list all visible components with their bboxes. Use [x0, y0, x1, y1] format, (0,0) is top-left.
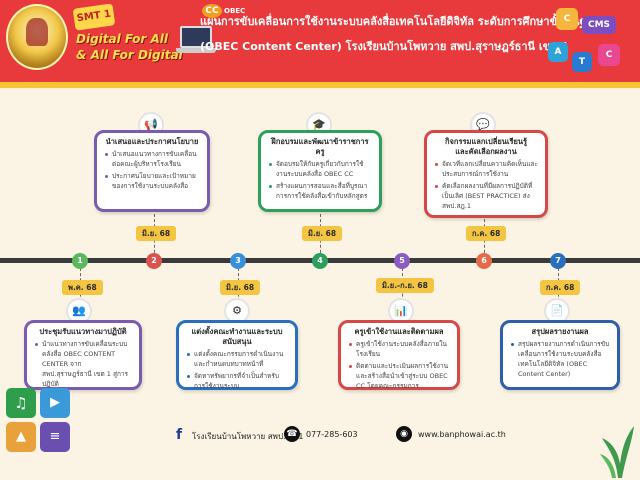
date-tag-6: ก.ค. 68 [466, 226, 507, 241]
timeline-node-1: 1 [72, 253, 88, 269]
step-4-item: สร้างแผนการสอนและสื่อที่บูรณาการการใช้คล… [267, 181, 373, 201]
art-letter-c1: C [556, 8, 578, 30]
cc-mark: CC [202, 4, 222, 18]
step-2-item: ประกาศนโยบายและเป้าหมายของการใช้งานระบบค… [103, 171, 201, 191]
step-4-title: ฝึกอบรมและพัฒนาข้าราชการครู [271, 137, 369, 156]
step-card-2: นำเสนอและประกาศนโยบาย นำเสนอแนวทางการขับ… [94, 130, 210, 212]
video-play-icon: ▶ [40, 388, 70, 418]
phone-number: 077-285-603 [306, 430, 358, 439]
art-letter-a: A [548, 42, 568, 62]
step-card-6: กิจกรรมแลกเปลี่ยนเรียนรู้ และคัดเลือกผลง… [424, 130, 548, 218]
step-3-item: จัดหาทรัพยากรที่จำเป็นสำหรับการใช้งานระบ… [185, 371, 289, 391]
art-letter-t: T [572, 52, 592, 72]
step-5-item: ครูเข้าใช้งานระบบคลังสื่อภายในโรงเรียน [347, 339, 451, 359]
step-5-item: ติดตามและประเมินผลการใช้งานและสร้างสื่อน… [347, 361, 451, 391]
date-tag-3: มิ.ย. 68 [220, 280, 261, 295]
step-5-title: ครูเข้าใช้งานและติดตามผล [354, 327, 444, 336]
step-card-3: แต่งตั้งคณะทำงานและระบบสนับสนุน แต่งตั้ง… [176, 320, 298, 390]
website-link[interactable]: www.banphowai.ac.th [418, 430, 506, 439]
slogan-line-1: Digital For All [76, 32, 169, 46]
report-icon: 📄 [546, 300, 568, 322]
plant-decoration-icon [598, 408, 638, 478]
step-7-title: สรุปผลรายงานผล [531, 327, 589, 336]
team-icon: ⚙ [226, 300, 248, 322]
smt-badge: SMT 1 [72, 3, 116, 31]
step-card-7: สรุปผลรายงานผล สรุปผลรายงานการดำเนินการข… [500, 320, 620, 390]
step-3-title: แต่งตั้งคณะทำงานและระบบสนับสนุน [191, 327, 283, 346]
page-title: แผนการขับเคลื่อนการใช้งานระบบคลังสื่อเทค… [200, 15, 600, 28]
obec-cc-logo: CC OBEC [202, 4, 245, 18]
date-tag-7: ก.ค. 68 [540, 280, 581, 295]
step-6-item: จัดเวทีแลกเปลี่ยนความคิดเห็นและประสบการณ… [433, 159, 539, 179]
laptop-icon [176, 26, 216, 56]
date-tag-5: มิ.ย.-ก.ย. 68 [376, 278, 434, 293]
step-card-5: ครูเข้าใช้งานและติดตามผล ครูเข้าใช้งานระ… [338, 320, 460, 390]
slogan-line-2: & All For Digital [76, 48, 183, 62]
meeting-icon: 👥 [68, 300, 90, 322]
monitor-icon: 📊 [390, 300, 412, 322]
date-tag-4: มิ.ย. 68 [302, 226, 343, 241]
facebook-icon: f [176, 427, 183, 443]
step-1-title: ประชุมรับแนวทางมาปฏิบัติ [39, 327, 127, 336]
step-6-title: กิจกรรมแลกเปลี่ยนเรียนรู้ และคัดเลือกผลง… [433, 137, 539, 157]
step-4-item: จัดอบรมให้กับครูเกี่ยวกับการใช้งานระบบคล… [267, 159, 373, 179]
timeline-node-4: 4 [312, 253, 328, 269]
date-tag-2: มิ.ย. 68 [136, 226, 177, 241]
page-subtitle: (OBEC Content Center) โรงเรียนบ้านโพหวาย… [200, 40, 569, 53]
step-7-item: สรุปผลรายงานการดำเนินการขับเคลื่อนการใช้… [509, 339, 611, 379]
school-seal-icon [6, 4, 68, 70]
image-icon: ▲ [6, 422, 36, 452]
digital-promo: SMT 1 Digital For All & All For Digital [72, 3, 183, 82]
globe-icon: ◉ [396, 426, 412, 442]
step-card-4: ฝึกอบรมและพัฒนาข้าราชการครู จัดอบรมให้กั… [258, 130, 382, 212]
cc-brand: OBEC [224, 7, 246, 15]
step-1-item: นำแนวทางการขับเคลื่อนระบบคลังสื่อ OBEC C… [33, 339, 133, 389]
step-6-item: คัดเลือกผลงานที่มีผลการปฏิบัติที่เป็นเลิ… [433, 181, 539, 211]
header-stripe [0, 82, 640, 88]
step-3-item: แต่งตั้งคณะกรรมการดำเนินงานและกำหนดบทบาท… [185, 349, 289, 369]
timeline-node-7: 7 [550, 253, 566, 269]
timeline-node-6: 6 [476, 253, 492, 269]
step-2-item: นำเสนอแนวทางการขับเคลื่อนต่อคณะผู้บริหาร… [103, 149, 201, 169]
step-card-1: ประชุมรับแนวทางมาปฏิบัติ นำแนวทางการขับเ… [24, 320, 142, 390]
music-icon: ♫ [6, 388, 36, 418]
step-2-title: นำเสนอและประกาศนโยบาย [105, 137, 199, 146]
timeline-node-2: 2 [146, 253, 162, 269]
date-tag-1: พ.ค. 68 [62, 280, 103, 295]
step-6-title-line-2: และคัดเลือกผลงาน [455, 147, 517, 156]
art-letter-c2: C [598, 44, 620, 66]
timeline-node-5: 5 [394, 253, 410, 269]
phone-icon: ☎ [284, 426, 300, 442]
facebook-label: โรงเรียนบ้านโพหวาย สพป.สฎ.1 [192, 432, 304, 441]
media-icons: ♫ ▶ ▲ ≡ [6, 388, 76, 476]
header-banner: SMT 1 Digital For All & All For Digital … [0, 0, 640, 88]
step-6-title-line-1: กิจกรรมแลกเปลี่ยนเรียนรู้ [444, 137, 528, 146]
art-letter-cms: CMS [582, 16, 616, 34]
document-icon: ≡ [40, 422, 70, 452]
cms-illustration: C CMS A T C [538, 2, 638, 84]
timeline-node-3: 3 [230, 253, 246, 269]
